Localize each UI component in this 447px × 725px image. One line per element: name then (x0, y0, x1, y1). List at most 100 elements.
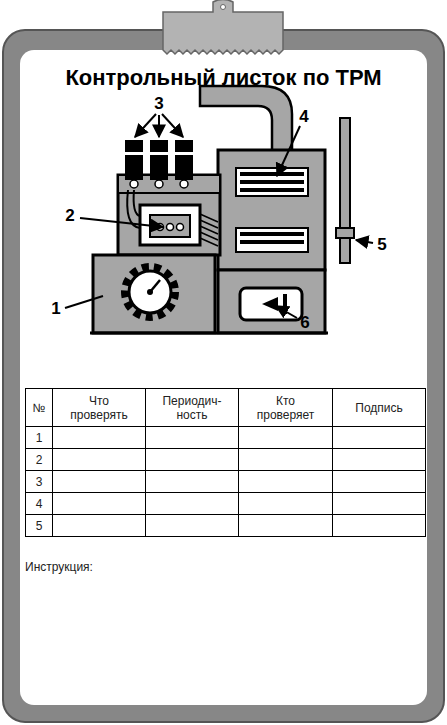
vent (236, 168, 308, 196)
table-cell (53, 493, 146, 515)
table-cell (239, 493, 333, 515)
table-cell (239, 449, 333, 471)
table-cell (333, 471, 426, 493)
column-header: № (33, 401, 46, 415)
column-header: Что проверять (70, 394, 128, 422)
cylinder-band (175, 152, 193, 155)
callout-number: 6 (300, 313, 309, 333)
table-cell (146, 515, 239, 537)
indicator (177, 224, 184, 231)
cylinder (125, 140, 143, 180)
table-cell: 3 (26, 471, 53, 493)
callout-number: 4 (299, 107, 308, 127)
gear (129, 271, 171, 313)
table-cell (146, 427, 239, 449)
table-cell (333, 515, 426, 537)
cylinder (175, 140, 193, 180)
table-cell (53, 427, 146, 449)
table-cell (333, 427, 426, 449)
clip-hole (221, 5, 226, 10)
paper-sheet (20, 50, 427, 705)
table-cell: Подпись (333, 389, 426, 427)
instruction-label: Инструкция: (25, 560, 93, 574)
callout-number: 3 (154, 94, 163, 114)
pipe (340, 118, 350, 263)
cylinder (150, 140, 168, 180)
table-cell (53, 515, 146, 537)
gear-teeth (125, 267, 175, 317)
table-cell (146, 449, 239, 471)
column-header: Периодич- ность (162, 394, 221, 422)
table-cell (239, 471, 333, 493)
vent-slot (240, 172, 304, 176)
vent (236, 228, 308, 252)
leader-line (356, 240, 373, 243)
cabinet (218, 150, 325, 270)
indicator (167, 224, 174, 231)
drive-housing (93, 255, 215, 333)
table-row: 4 (26, 493, 426, 515)
table-cell (333, 449, 426, 471)
vent-slot (240, 180, 304, 184)
leader-line (80, 218, 163, 227)
table-cell: 4 (26, 493, 53, 515)
leader-line (277, 126, 300, 176)
table-cell: 2 (26, 449, 53, 471)
clipboard-board (3, 30, 444, 722)
row-number: 4 (36, 497, 43, 511)
row-number: 5 (36, 519, 43, 533)
leader-line (65, 296, 103, 308)
table-cell (53, 471, 146, 493)
checklist-table: № Что проверять Периодич- ность Кто проверя… (25, 388, 426, 537)
callout-number: 1 (51, 299, 60, 319)
leader-line (276, 306, 297, 318)
terminal (130, 180, 138, 188)
leader-line (158, 115, 160, 137)
exhaust-duct (200, 86, 292, 152)
table-cell (53, 449, 146, 471)
table-cell: 1 (26, 427, 53, 449)
vent-slot (240, 188, 304, 192)
table-cell (333, 493, 426, 515)
row-number: 2 (36, 453, 43, 467)
switch-arrow (262, 297, 278, 311)
table-cell: Кто проверяет (239, 389, 333, 427)
row-number: 1 (36, 431, 43, 445)
vent-slot (240, 232, 304, 236)
table-cell (239, 427, 333, 449)
page-title: Контрольный листок по ТРМ (20, 64, 427, 92)
cylinder-band (125, 152, 143, 155)
callout-number: 2 (65, 206, 74, 226)
table-cell: 5 (26, 515, 53, 537)
leader-line (135, 114, 156, 137)
cable-bundle (200, 214, 218, 246)
table-cell: Периодич- ность (146, 389, 239, 427)
table-row: 3 (26, 471, 426, 493)
control-panel (118, 175, 220, 255)
table-row: 2 (26, 449, 426, 471)
column-header: Кто проверяет (257, 394, 315, 422)
terminal (155, 180, 163, 188)
pipe-fitting (336, 228, 354, 238)
column-header: Подпись (355, 401, 403, 415)
table-row: 5 (26, 515, 426, 537)
table-cell: Что проверять (53, 389, 146, 427)
cylinder-band (150, 152, 168, 155)
terminal (180, 180, 188, 188)
table-cell (239, 515, 333, 537)
table-cell (146, 471, 239, 493)
leader-line (162, 114, 183, 137)
row-number: 3 (36, 475, 43, 489)
table-cell (146, 493, 239, 515)
table-cell: № (26, 389, 53, 427)
lower-cabinet (218, 270, 325, 333)
gear-hub (147, 289, 153, 295)
table-header-row: № Что проверять Периодич- ность Кто проверя… (26, 389, 426, 427)
vent-slot (240, 240, 304, 244)
wire (127, 190, 140, 228)
table-row: 1 (26, 427, 426, 449)
switch-panel (240, 288, 302, 320)
clipboard-clip (163, 0, 283, 54)
callout-number: 5 (377, 235, 386, 255)
